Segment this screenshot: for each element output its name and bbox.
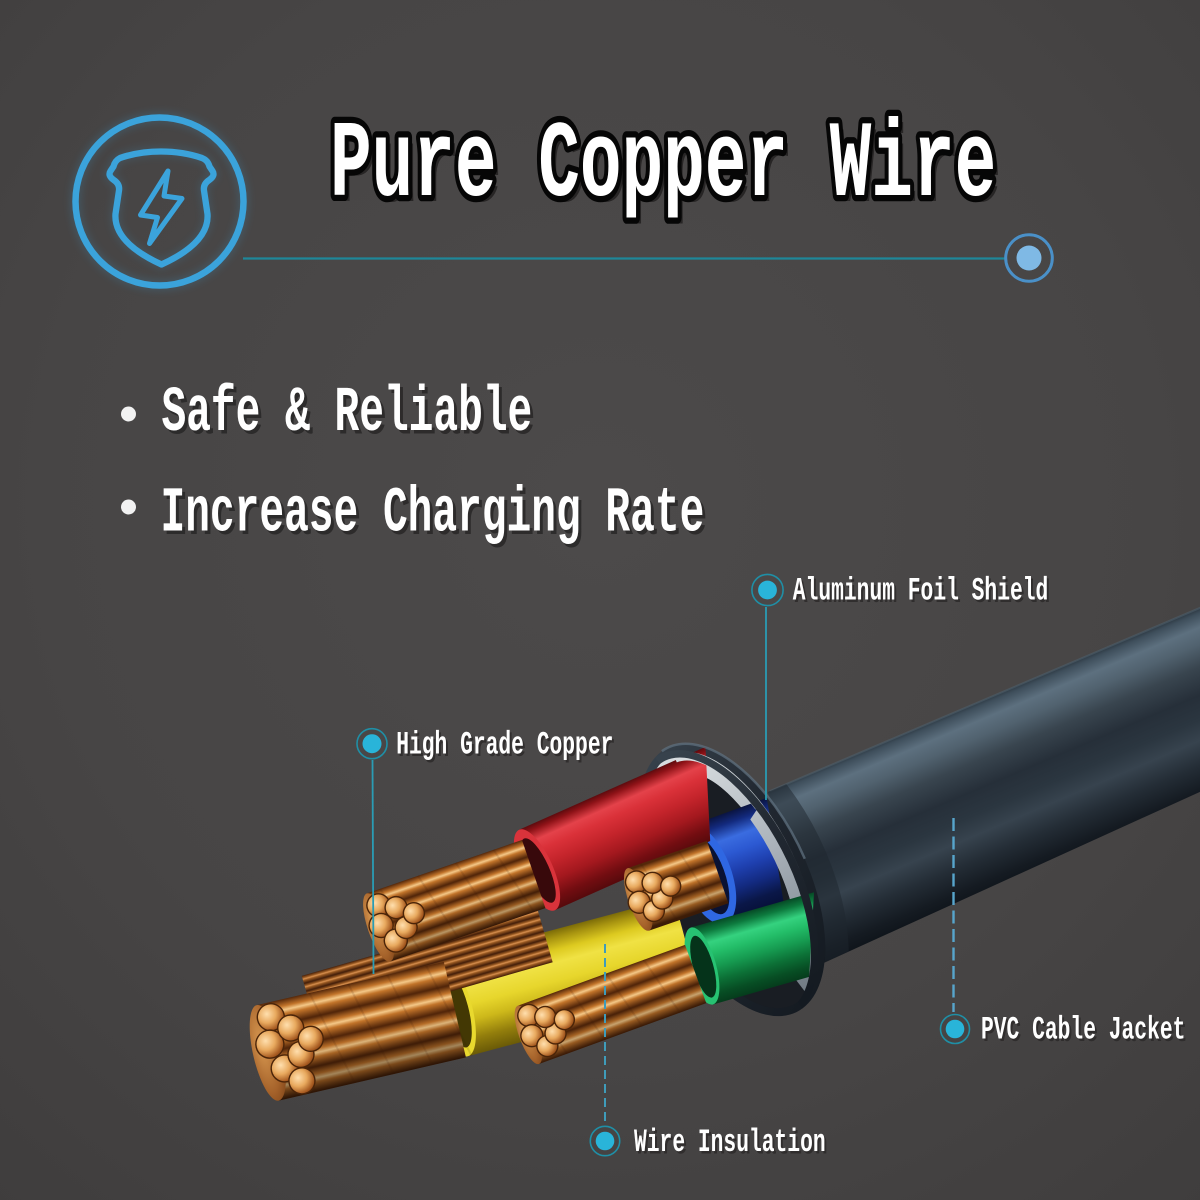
svg-text:Safe & Reliable: Safe & Reliable: [165, 381, 536, 454]
svg-text:Wire Insulation: Wire Insulation: [636, 1127, 828, 1164]
svg-text:PVC Cable Jacket: PVC Cable Jacket: [983, 1015, 1187, 1052]
svg-text:High Grade Copper: High Grade Copper: [396, 728, 613, 765]
svg-text:Pure Copper Wire: Pure Copper Wire: [330, 106, 996, 229]
svg-text:Wire Insulation: Wire Insulation: [634, 1125, 826, 1162]
svg-text:PVC Cable Jacket: PVC Cable Jacket: [981, 1012, 1185, 1049]
svg-text:Safe & Reliable: Safe & Reliable: [162, 378, 533, 451]
svg-text:Pure Copper Wire: Pure Copper Wire: [335, 112, 1001, 235]
svg-text:Aluminum Foil Shield: Aluminum Foil Shield: [795, 576, 1051, 613]
svg-text:Aluminum Foil Shield: Aluminum Foil Shield: [793, 573, 1049, 610]
svg-text:High Grade Copper: High Grade Copper: [398, 730, 615, 767]
svg-text:Increase Charging Rate: Increase Charging Rate: [161, 478, 705, 551]
svg-text:Increase Charging Rate: Increase Charging Rate: [164, 482, 708, 555]
